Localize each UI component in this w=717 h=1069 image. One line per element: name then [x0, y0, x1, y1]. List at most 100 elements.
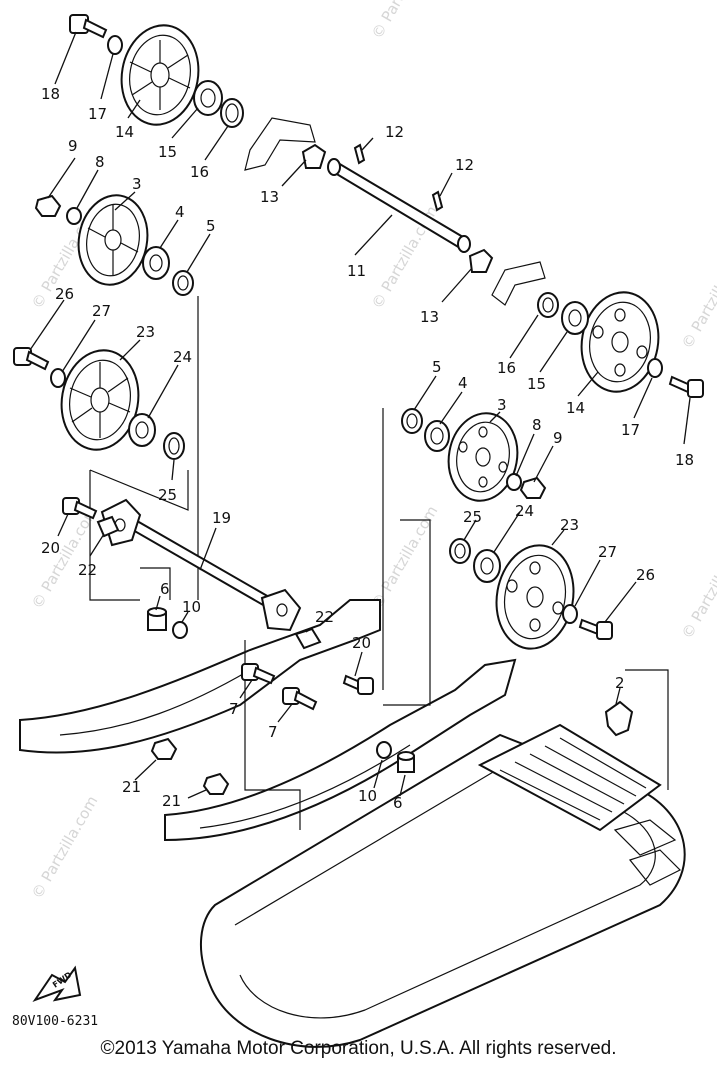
callout-5: 5	[432, 358, 442, 376]
bolt-20-left	[62, 497, 98, 520]
bolt-7-upper	[241, 663, 276, 685]
callout-8: 8	[95, 153, 105, 171]
callout-12: 12	[455, 156, 474, 174]
bearing-4-right	[424, 420, 450, 452]
washer-8-left	[66, 207, 82, 225]
callout-25: 25	[463, 508, 482, 526]
callout-4: 4	[458, 374, 468, 392]
right-bracket-outline	[491, 261, 546, 306]
callout-25: 25	[158, 486, 177, 504]
bolt-26-right	[578, 618, 613, 640]
spring-pin-12a	[353, 143, 366, 165]
callout-20: 20	[41, 539, 60, 557]
slide-rail-left	[19, 599, 381, 754]
callout-14: 14	[115, 123, 134, 141]
plate-22-right	[294, 627, 322, 650]
watermark: © Partzilla.com	[368, 0, 441, 42]
callout-16: 16	[497, 359, 516, 377]
bolt-20-right	[342, 674, 374, 695]
callout-13: 13	[420, 308, 439, 326]
callout-6: 6	[393, 794, 403, 812]
callout-17: 17	[88, 105, 107, 123]
callout-9: 9	[68, 137, 78, 155]
clip-2	[604, 700, 634, 737]
upper-bracket-outline	[244, 117, 316, 171]
callout-11: 11	[347, 262, 366, 280]
axle-19	[100, 498, 302, 632]
bracket-13-lower	[468, 248, 494, 273]
shaft-11	[327, 158, 471, 253]
washer-17-right	[647, 358, 663, 378]
callout-14: 14	[566, 399, 585, 417]
callout-7: 7	[268, 723, 278, 741]
callout-15: 15	[527, 375, 546, 393]
callout-9: 9	[553, 429, 563, 447]
bolt-7-lower	[282, 687, 318, 711]
callout-6: 6	[160, 580, 170, 598]
leader-lines	[29, 31, 691, 799]
callout-27: 27	[598, 543, 617, 561]
washer-10-left	[172, 621, 188, 639]
collar-6-left	[147, 607, 167, 631]
idler-wheel-upper-left	[120, 24, 200, 126]
bolt-26-left	[13, 347, 50, 371]
callout-27: 27	[92, 302, 111, 320]
circlip-5-right	[401, 408, 423, 434]
circlip-25-right	[449, 538, 471, 564]
callout-10: 10	[358, 787, 377, 805]
callout-2: 2	[615, 674, 625, 692]
circlip-16-right	[537, 292, 559, 318]
callout-16: 16	[190, 163, 209, 181]
callout-22: 22	[78, 561, 97, 579]
nut-21-upper	[150, 737, 178, 760]
spring-pin-12b	[431, 190, 444, 212]
callout-3: 3	[497, 396, 507, 414]
bracket-13-upper	[301, 143, 327, 169]
watermark: © Partzilla.com	[678, 243, 717, 352]
bearing-15-upper	[193, 80, 223, 116]
nut-21-lower	[202, 772, 230, 795]
callout-13: 13	[260, 188, 279, 206]
washer-17-upper	[107, 35, 123, 55]
track-belt	[199, 723, 686, 1048]
callout-26: 26	[636, 566, 655, 584]
callout-5: 5	[206, 217, 216, 235]
front-arrow-icon: FWD	[32, 965, 82, 1003]
callout-7: 7	[229, 700, 239, 718]
callout-26: 26	[55, 285, 74, 303]
bolt-18-upper	[69, 14, 108, 39]
wheel-23-right	[495, 544, 575, 650]
bolt-18-right	[668, 375, 704, 398]
callout-17: 17	[621, 421, 640, 439]
copyright-notice: ©2013 Yamaha Motor Corporation, U.S.A. A…	[100, 1038, 617, 1059]
callout-4: 4	[175, 203, 185, 221]
idler-wheel-upper-right	[580, 291, 660, 393]
callout-12: 12	[385, 123, 404, 141]
alignment-lines	[89, 296, 669, 830]
washer-8-right	[506, 473, 522, 491]
callout-19: 19	[212, 509, 231, 527]
bearing-24-right	[473, 549, 501, 583]
nut-9-right	[519, 476, 547, 499]
callout-20: 20	[352, 634, 371, 652]
watermark: © Partzilla.com	[28, 793, 101, 902]
bearing-4-left	[142, 246, 170, 280]
washer-27-left	[50, 368, 66, 388]
washer-10-right	[376, 741, 392, 759]
circlip-16-upper	[220, 98, 244, 128]
reference-code: 80V100-6231	[12, 1014, 98, 1029]
callout-18: 18	[675, 451, 694, 469]
bearing-15-right	[561, 301, 589, 335]
callout-22: 22	[315, 608, 334, 626]
collar-6-right	[397, 751, 415, 773]
callout-3: 3	[132, 175, 142, 193]
circlip-25-left	[163, 432, 185, 460]
callout-10: 10	[182, 598, 201, 616]
watermark: © Partzilla.com	[678, 533, 717, 642]
callout-24: 24	[515, 502, 534, 520]
wheel-23-left	[60, 349, 140, 451]
nut-9-left	[34, 194, 62, 217]
callout-23: 23	[560, 516, 579, 534]
circlip-5-left	[172, 270, 194, 296]
